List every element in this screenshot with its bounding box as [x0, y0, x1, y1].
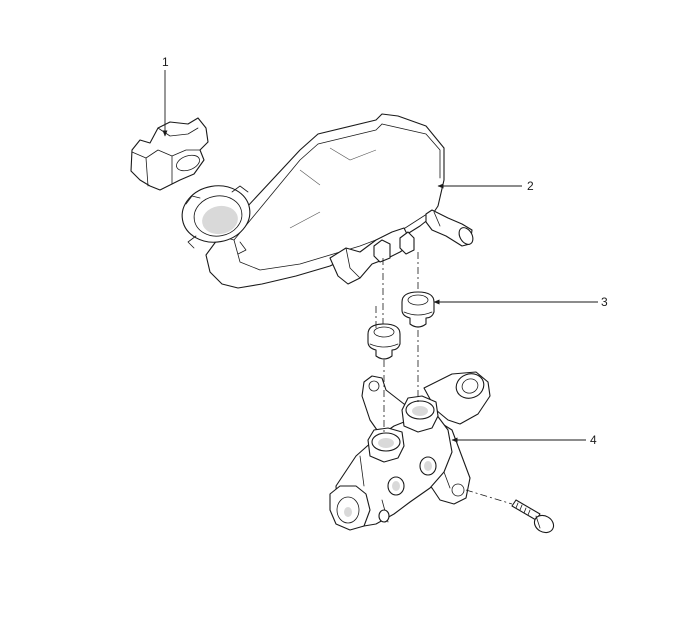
leader-lines	[162, 70, 598, 443]
callout-label-cap: 1	[162, 55, 169, 69]
callout-label-reservoir: 2	[527, 179, 534, 193]
mounting-bolt	[511, 499, 555, 534]
assembly-centerlines	[375, 252, 513, 505]
reservoir-cap	[130, 117, 209, 191]
callout-label-master-cylinder: 4	[590, 433, 597, 447]
grommet-upper	[401, 291, 435, 328]
master-cylinder	[329, 371, 491, 531]
callout-label-grommet: 3	[601, 295, 608, 309]
fluid-reservoir	[181, 113, 474, 289]
grommet-lower	[367, 323, 401, 360]
